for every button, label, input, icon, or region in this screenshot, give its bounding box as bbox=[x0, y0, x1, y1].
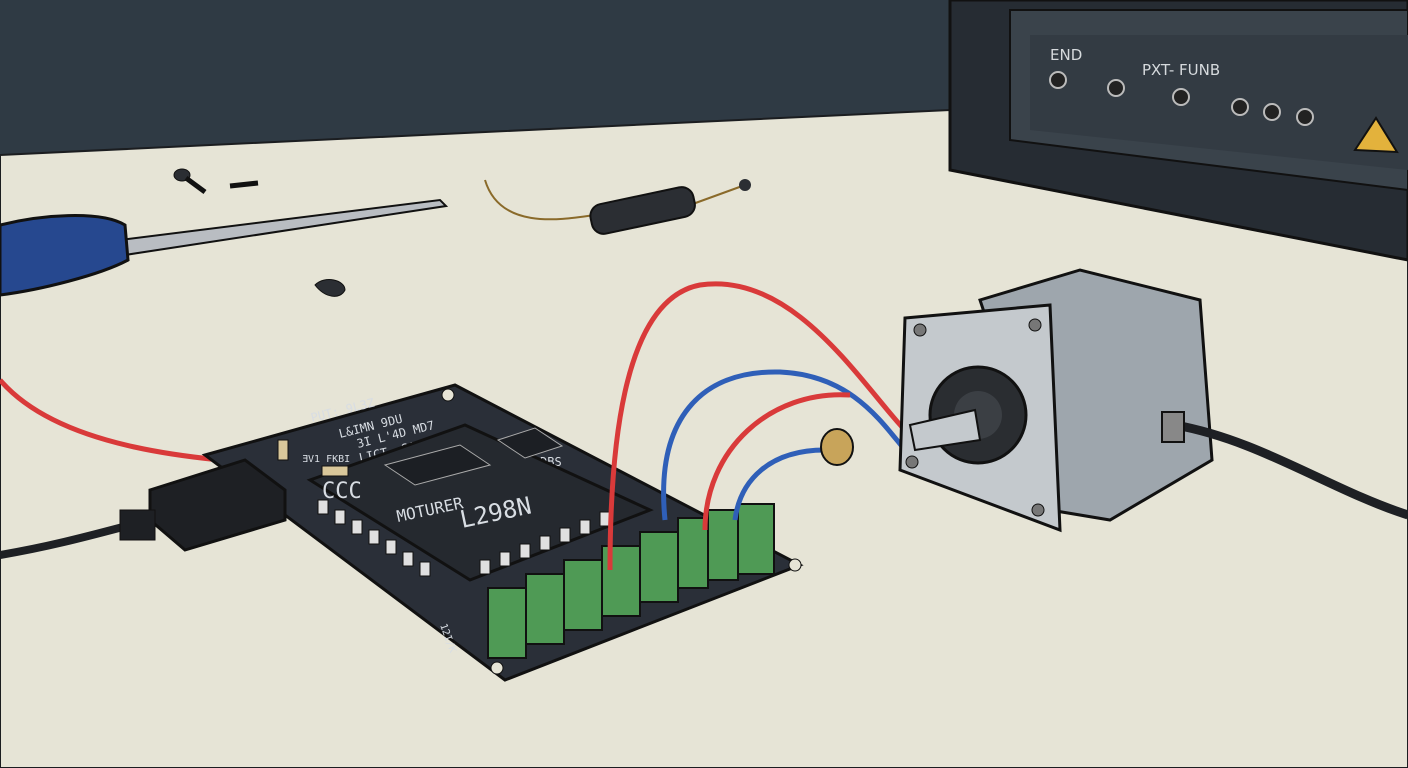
device-knob[interactable] bbox=[1231, 98, 1249, 116]
wire-red bbox=[607, 281, 917, 571]
logo-text: CCC bbox=[322, 479, 362, 504]
device-knob[interactable] bbox=[1263, 103, 1281, 121]
wire-blue bbox=[661, 369, 907, 521]
device-knob[interactable] bbox=[1172, 88, 1190, 106]
device-label-func: PXT- FUNB bbox=[1142, 61, 1220, 79]
device-knob[interactable] bbox=[1049, 71, 1067, 89]
silk-side: ƎV1 FKBI bbox=[302, 454, 350, 465]
warning-triangle-icon bbox=[1353, 116, 1399, 154]
device-knob[interactable] bbox=[1107, 79, 1125, 97]
screw-terminal-block[interactable] bbox=[487, 503, 775, 659]
device-knob[interactable] bbox=[1296, 108, 1314, 126]
device-label-end: END bbox=[1050, 46, 1082, 64]
stepper-motor-icon bbox=[898, 268, 1214, 533]
wire-blue bbox=[732, 447, 826, 521]
resistor-icon bbox=[484, 179, 751, 235]
power-supply-device: END PXT- FUNB bbox=[948, 0, 1408, 262]
screw-icon bbox=[173, 168, 346, 297]
table bbox=[0, 108, 1408, 768]
connector bbox=[820, 428, 854, 466]
wire-red bbox=[702, 392, 851, 531]
l298n-motor-driver-board: PUT: 9L3Z L&IMN 9DU 3I L'4D MD7 LICT- SA… bbox=[119, 383, 804, 682]
screwdriver-icon bbox=[0, 198, 449, 297]
motor-cable bbox=[1174, 420, 1408, 520]
